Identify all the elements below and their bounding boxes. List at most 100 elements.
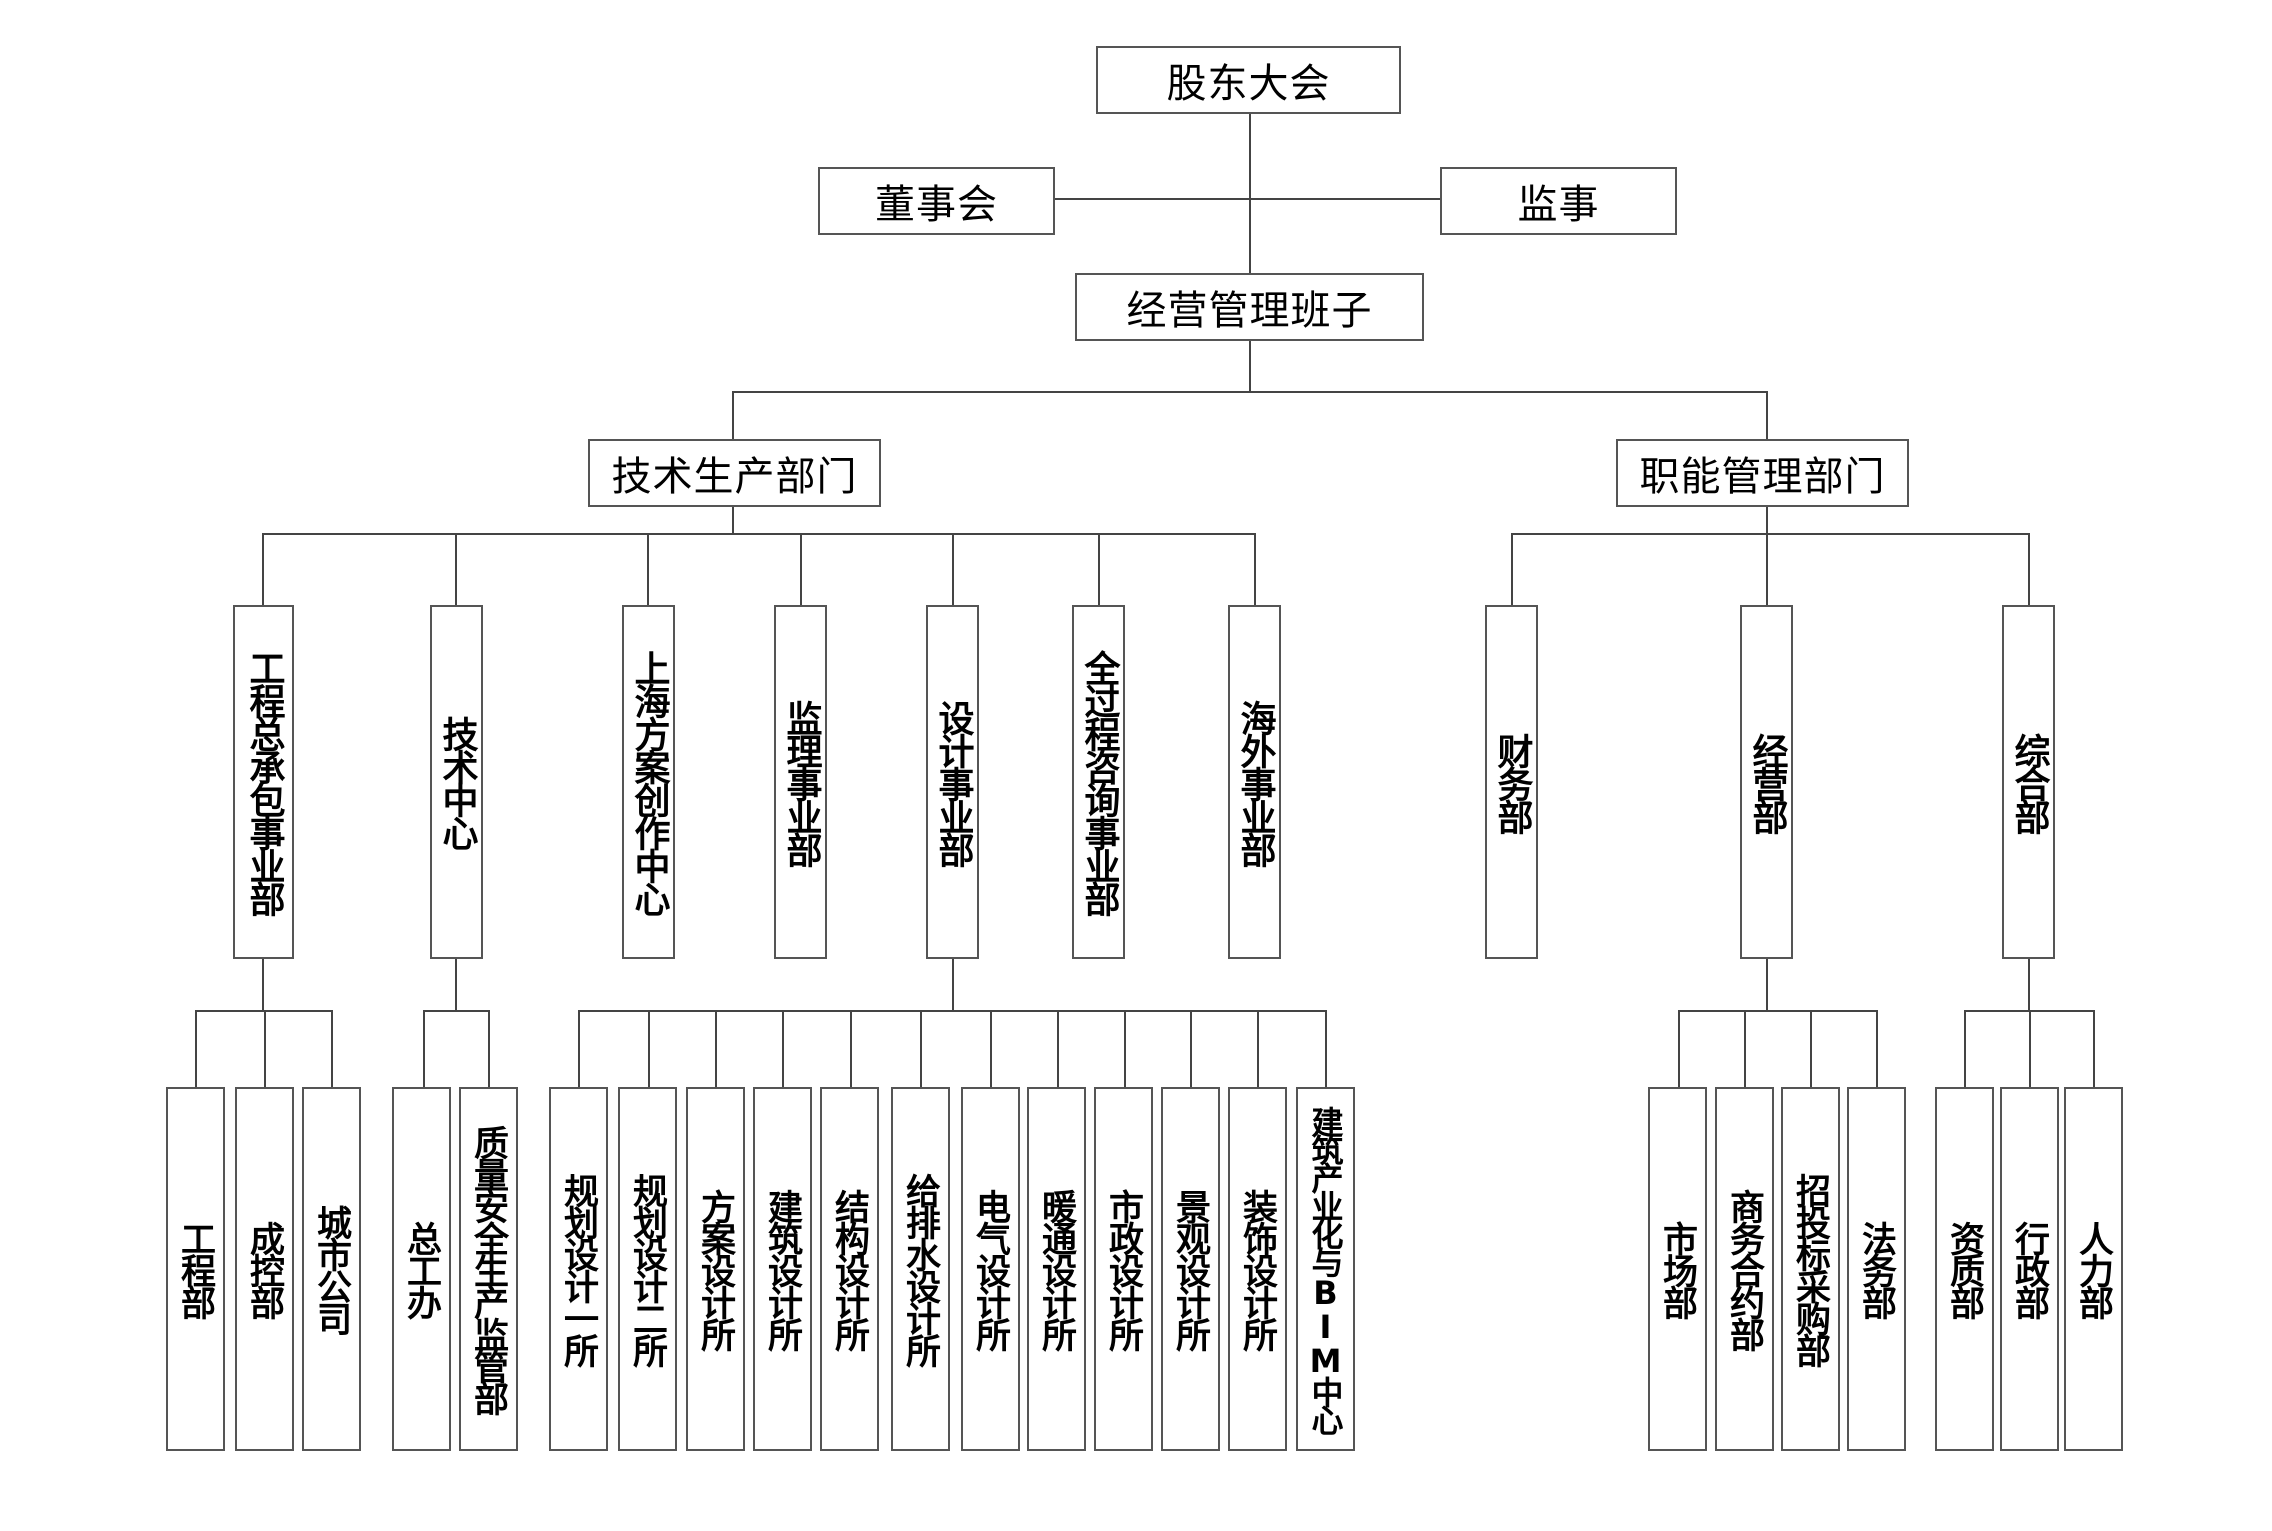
node-label: 景观设计所 (1170, 1189, 1210, 1349)
node-shareholders: 股东大会 (1096, 46, 1401, 114)
connector (264, 1010, 266, 1087)
node-sub-unit: 城市公司 (302, 1087, 361, 1451)
node-sub-unit: 建筑设计所 (753, 1087, 812, 1451)
node-sub-unit: 人力部 (2064, 1087, 2123, 1451)
node-label: 法务部 (1856, 1221, 1896, 1317)
connector (1190, 1010, 1192, 1087)
node-label: 城市公司 (311, 1205, 351, 1333)
node-tech-unit: 监理事业部 (774, 605, 827, 959)
connector (952, 533, 954, 605)
node-label: 经营部 (1746, 732, 1788, 832)
node-tech-unit: 技术中心 (430, 605, 483, 959)
node-sub-unit: 成控部 (235, 1087, 294, 1451)
node-func-unit: 财务部 (1485, 605, 1538, 959)
node-label: 市政设计所 (1103, 1189, 1143, 1349)
connector (952, 959, 954, 1012)
node-label: 设计事业部 (932, 699, 974, 865)
node-label: 商务合约部 (1724, 1189, 1764, 1349)
node-sub-unit: 方案设计所 (686, 1087, 745, 1451)
node-supervisor: 监事 (1440, 167, 1677, 235)
connector (1964, 1010, 1966, 1087)
node-label: 监理事业部 (780, 699, 822, 865)
node-label: 工程部 (175, 1221, 215, 1317)
connector (647, 533, 649, 605)
node-label: 工程总承包事业部 (243, 650, 285, 914)
node-sub-unit: 资质部 (1935, 1087, 1994, 1451)
node-func-dept: 职能管理部门 (1616, 439, 1909, 507)
connector (1254, 533, 1256, 605)
node-label: 综合部 (2008, 732, 2050, 832)
node-tech-unit: 工程总承包事业部 (233, 605, 294, 959)
connector (850, 1010, 852, 1087)
connector (1098, 533, 1100, 605)
connector (262, 533, 1256, 535)
node-label: 结构设计所 (829, 1189, 869, 1349)
node-label: 技术中心 (436, 716, 478, 848)
node-tech-unit: 全过程咨询事业部 (1072, 605, 1125, 959)
node-label: 人力部 (2073, 1221, 2113, 1317)
connector (423, 1010, 490, 1012)
node-label: 规划设计二所 (627, 1173, 667, 1365)
connector (1124, 1010, 1126, 1087)
node-sub-unit: 装饰设计所 (1228, 1087, 1287, 1451)
connector (2028, 959, 2030, 1012)
node-sub-unit: 工程部 (166, 1087, 225, 1451)
connector (195, 1010, 197, 1087)
connector (1766, 505, 1768, 534)
connector (578, 1010, 1327, 1012)
node-sub-unit: 建筑产业化与BIM中心 (1296, 1087, 1355, 1451)
connector (423, 1010, 425, 1087)
connector (2093, 1010, 2095, 1087)
node-sub-unit: 电气设计所 (961, 1087, 1020, 1451)
connector (578, 1010, 580, 1087)
node-label: 建筑设计所 (762, 1189, 802, 1349)
node-tech-unit: 上海方案创作中心 (622, 605, 675, 959)
connector (2029, 1010, 2031, 1087)
node-tech-unit: 设计事业部 (926, 605, 979, 959)
connector (715, 1010, 717, 1087)
node-label: 给排水设计所 (900, 1173, 940, 1365)
connector (1678, 1010, 1680, 1087)
node-tech-unit: 海外事业部 (1228, 605, 1281, 959)
connector (1766, 959, 1768, 1012)
connector (1249, 340, 1251, 392)
connector (331, 1010, 333, 1087)
connector (1249, 112, 1251, 273)
connector (1257, 1010, 1259, 1087)
connector (800, 533, 802, 605)
node-sub-unit: 行政部 (2000, 1087, 2059, 1451)
node-sub-unit: 暖通设计所 (1027, 1087, 1086, 1451)
node-label: 经营管理班子 (1126, 288, 1373, 334)
node-func-unit: 经营部 (1740, 605, 1793, 959)
connector (1876, 1010, 1878, 1087)
node-sub-unit: 规划设计一所 (549, 1087, 608, 1451)
node-sub-unit: 市政设计所 (1094, 1087, 1153, 1451)
connector (782, 1010, 784, 1087)
connector (1678, 1010, 1878, 1012)
node-tech-dept: 技术生产部门 (588, 439, 881, 507)
node-sub-unit: 市场部 (1648, 1087, 1707, 1451)
connector (1055, 198, 1440, 200)
node-label: 成控部 (244, 1221, 284, 1317)
node-label: 监事 (1517, 182, 1600, 228)
node-sub-unit: 给排水设计所 (891, 1087, 950, 1451)
connector (455, 533, 457, 605)
connector (1744, 1010, 1746, 1087)
node-board: 董事会 (818, 167, 1055, 235)
node-label: 技术生产部门 (611, 454, 858, 500)
node-label: 资质部 (1944, 1221, 1984, 1317)
node-label: 董事会 (875, 182, 998, 228)
node-label: 海外事业部 (1234, 699, 1276, 865)
node-label: 上海方案创作中心 (628, 650, 670, 914)
connector (1810, 1010, 1812, 1087)
node-func-unit: 综合部 (2002, 605, 2055, 959)
node-sub-unit: 商务合约部 (1715, 1087, 1774, 1451)
node-sub-unit: 景观设计所 (1161, 1087, 1220, 1451)
connector (1511, 533, 1513, 605)
node-sub-unit: 质量安全生产监管部 (459, 1087, 518, 1451)
node-label: 暖通设计所 (1036, 1189, 1076, 1349)
node-sub-unit: 总工办 (392, 1087, 451, 1451)
connector (732, 505, 734, 534)
connector (990, 1010, 992, 1087)
